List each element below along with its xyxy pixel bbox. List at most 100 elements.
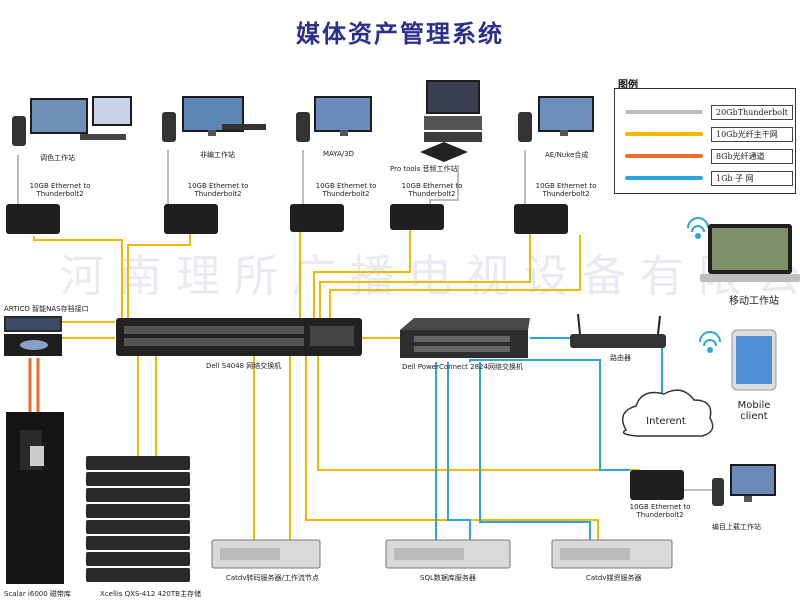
fiber-link-ws5 [319,233,531,322]
subnet-link-upload [469,359,630,471]
adapter-label-3: 10GB Ethernet to Thunderbolt2 [306,182,386,198]
keyboard-icon [80,134,126,140]
internet-label: Interent [646,416,686,427]
tower-icon [12,116,26,146]
adapter-label-upload: 10GB Ethernet to Thunderbolt2 [620,503,700,519]
internet-cloud-icon [621,389,714,437]
adapter-upload [630,470,684,500]
legend-label: 1Gb 子 网 [711,171,793,186]
workstation-4[interactable] [420,80,482,162]
adapter-3 [290,204,344,232]
router[interactable] [570,313,666,348]
fiber-link-ws6 [329,235,581,322]
workstation-2[interactable] [162,96,266,142]
legend-title: 图例 [618,80,638,91]
adapter-label-line2: Thunderbolt2 [542,190,590,198]
tower-icon [296,112,310,142]
mobile-ws-label: 移动工作站 [729,296,779,307]
fiber-10g-links [33,225,640,540]
server-label-2: SQL数据库服务器 [420,574,476,582]
ws-label-3: MAYA/3D [323,150,355,158]
fiber-link-ws4 [313,225,411,322]
mobile-client-label: Mobile client [737,400,771,422]
legend-row-thunderbolt: 20GbThunderbolt [615,103,795,121]
adapter-2 [164,204,218,234]
legend-row-fiber10g: 10Gb光纤主干网 [615,125,795,143]
ws-label-2: 非编工作站 [200,151,235,159]
legend-row-fiber8g: 8Gb光纤通道 [615,147,795,165]
dell-s4048-switch[interactable] [116,318,362,356]
upload-workstation[interactable] [712,464,776,506]
server-1[interactable] [211,539,321,569]
dell-powerconnect-switch[interactable] [400,318,530,358]
legend-label: 10Gb光纤主干网 [711,127,793,142]
legend: 20GbThunderbolt 10Gb光纤主干网 8Gb光纤通道 1Gb 子 … [614,88,796,194]
scalar-label: Scalar i6000 磁带库 [4,590,71,598]
tablet-icon[interactable] [731,329,777,391]
legend-row-subnet: 1Gb 子 网 [615,169,795,187]
ws-label-4: Pro tools 音频工作站 [390,165,458,173]
router-label: 路由器 [610,354,631,362]
artico-nas[interactable] [4,316,62,356]
tower-icon [162,112,176,142]
adapters [6,204,684,500]
dell-s4048-label: Dell S4048 网络交换机 [206,362,282,370]
adapter-label-4: 10GB Ethernet to Thunderbolt2 [392,182,472,198]
watermark: 河南理所广播电视设备有限公司 [60,251,800,302]
adapter-label-line1: 10GB Ethernet to [315,182,377,190]
controller-icon [420,142,468,162]
xcellis-storage[interactable] [86,456,190,582]
wifi-icon [699,331,721,353]
adapter-label-1: 10GB Ethernet to Thunderbolt2 [20,182,100,198]
fiber-link-ws1 [33,236,123,322]
legend-label: 20GbThunderbolt [711,105,793,120]
wifi-icon [687,217,709,239]
legend-label: 8Gb光纤通道 [711,149,793,164]
scalar-tape-library[interactable] [6,412,64,584]
legend-swatch [625,176,703,180]
adapter-label-line2: Thunderbolt2 [636,511,684,519]
adapter-4 [390,204,444,230]
subnet-link-server2 [447,362,471,540]
fiber-link-ws2 [127,232,191,322]
subnet-link-server3 [479,362,591,540]
server-2[interactable] [385,539,511,569]
server-3[interactable] [551,539,673,569]
page-title: 媒体资产管理系统 [296,20,504,48]
adapter-label-line2: Thunderbolt2 [194,190,242,198]
server-label-1: Catdv转码服务器/工作流节点 [226,574,319,582]
tower-icon [712,478,724,506]
fiber-8g-links [28,358,40,412]
ws-label-5: AE/Nuke合成 [545,151,589,159]
adapter-label-line1: 10GB Ethernet to [29,182,91,190]
adapter-label-5: 10GB Ethernet to Thunderbolt2 [526,182,606,198]
workstation-3[interactable] [296,96,372,142]
legend-swatch [625,110,703,114]
server-label-3: Catdv媒资服务器 [586,574,642,582]
ws-label-1: 调色工作站 [40,154,75,162]
subnet-1g-links [435,337,663,540]
fiber-link-server3 [305,356,599,540]
adapter-label-line2: Thunderbolt2 [408,190,456,198]
adapter-label-line2: Thunderbolt2 [322,190,370,198]
legend-swatch [625,154,703,158]
adapter-1 [6,204,60,234]
adapter-label-line1: 10GB Ethernet to [187,182,249,190]
legend-swatch [625,132,703,136]
upload-ws-label: 编目上载工作站 [712,523,761,531]
tb-link-4 [429,165,459,205]
tower-icon [518,112,532,142]
workstation-5[interactable] [518,96,594,142]
workstation-1[interactable] [12,96,132,146]
adapter-label-line1: 10GB Ethernet to [629,503,691,511]
adapter-label-2: 10GB Ethernet to Thunderbolt2 [178,182,258,198]
artico-label: ARTICO 智能NAS存档接口 [4,305,89,313]
storage-label: Xcellis QXS-412 420TB主存储 [100,590,201,598]
keyboard-icon [222,124,266,130]
fiber-link-adapter-upload [317,356,640,471]
laptop-icon[interactable] [700,224,800,282]
adapter-label-line2: Thunderbolt2 [36,190,84,198]
console-icon [424,116,482,130]
